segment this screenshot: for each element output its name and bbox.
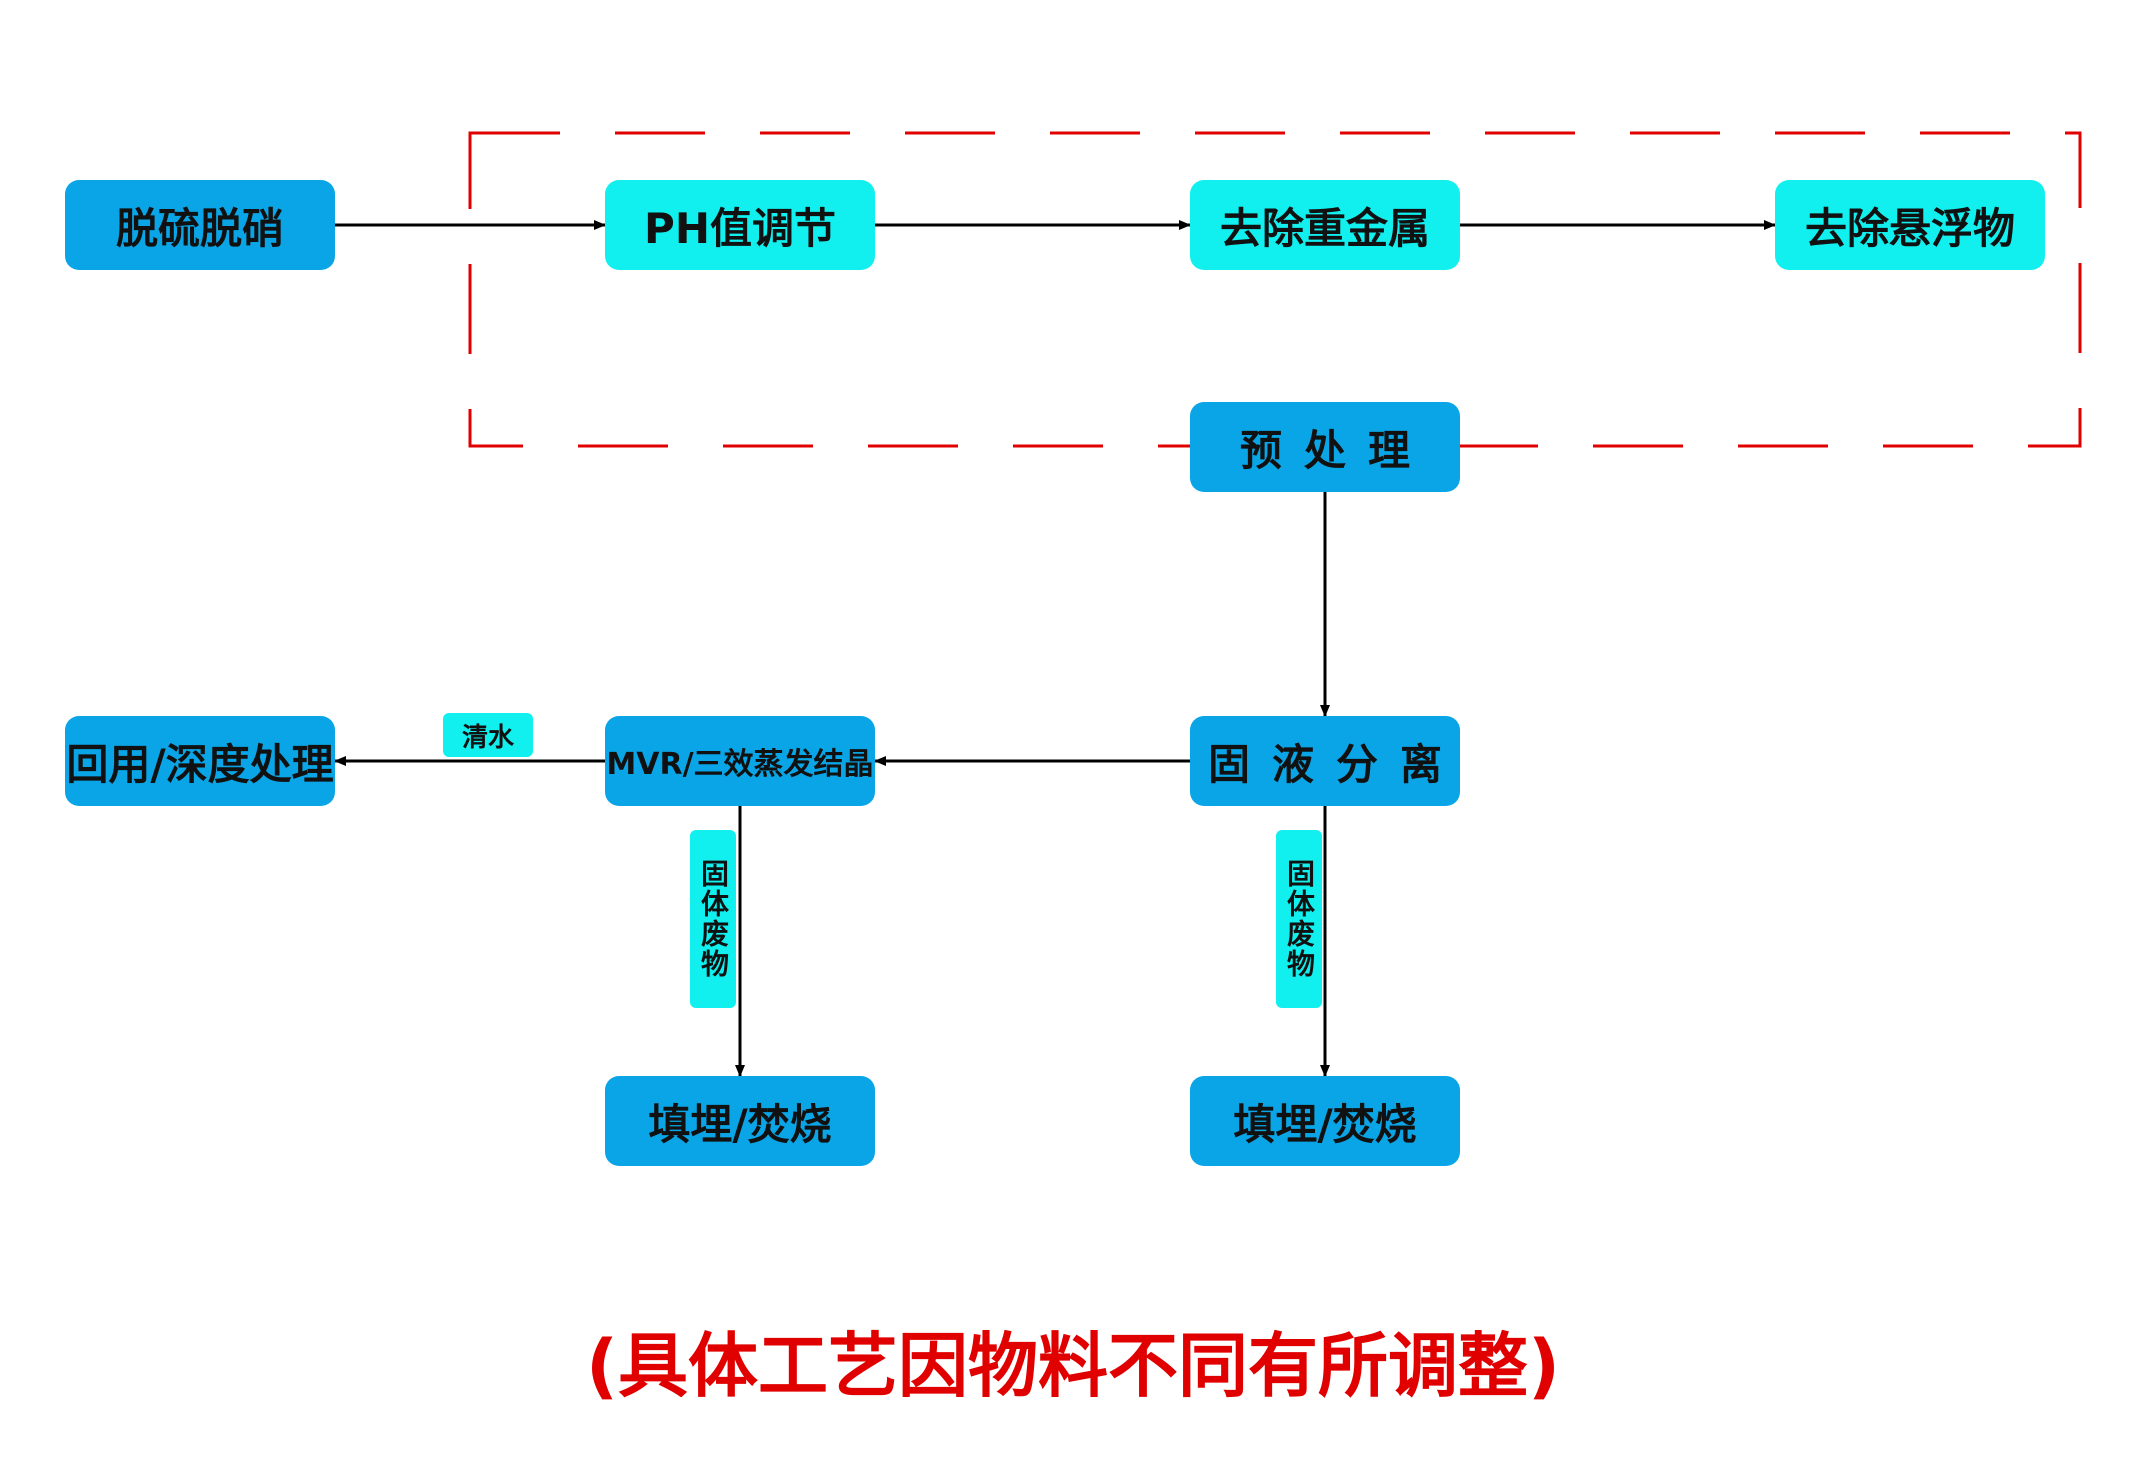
node-landfill-incineration-left: 填埋/焚烧	[605, 1076, 875, 1166]
node-pretreatment: 预处理	[1190, 402, 1460, 492]
label-solid-waste-left: 固体废物	[690, 830, 736, 1008]
node-landfill-incineration-right: 填埋/焚烧	[1190, 1076, 1460, 1166]
node-desulfurization: 脱硫脱硝	[65, 180, 335, 270]
node-suspended-removal: 去除悬浮物	[1775, 180, 2045, 270]
node-reuse-treatment: 回用/深度处理	[65, 716, 335, 806]
node-solid-liquid-separation: 固液分离	[1190, 716, 1460, 806]
node-heavy-metal-removal: 去除重金属	[1190, 180, 1460, 270]
process-note: (具体工艺因物料不同有所调整)	[586, 1325, 1560, 1407]
node-mvr-evaporation: MVR/三效蒸发结晶	[605, 716, 875, 806]
pretreatment-dashed-frame	[468, 131, 2082, 448]
node-ph-adjust: PH值调节	[605, 180, 875, 270]
label-solid-waste-right: 固体废物	[1276, 830, 1322, 1008]
label-clear-water: 清水	[443, 713, 533, 757]
